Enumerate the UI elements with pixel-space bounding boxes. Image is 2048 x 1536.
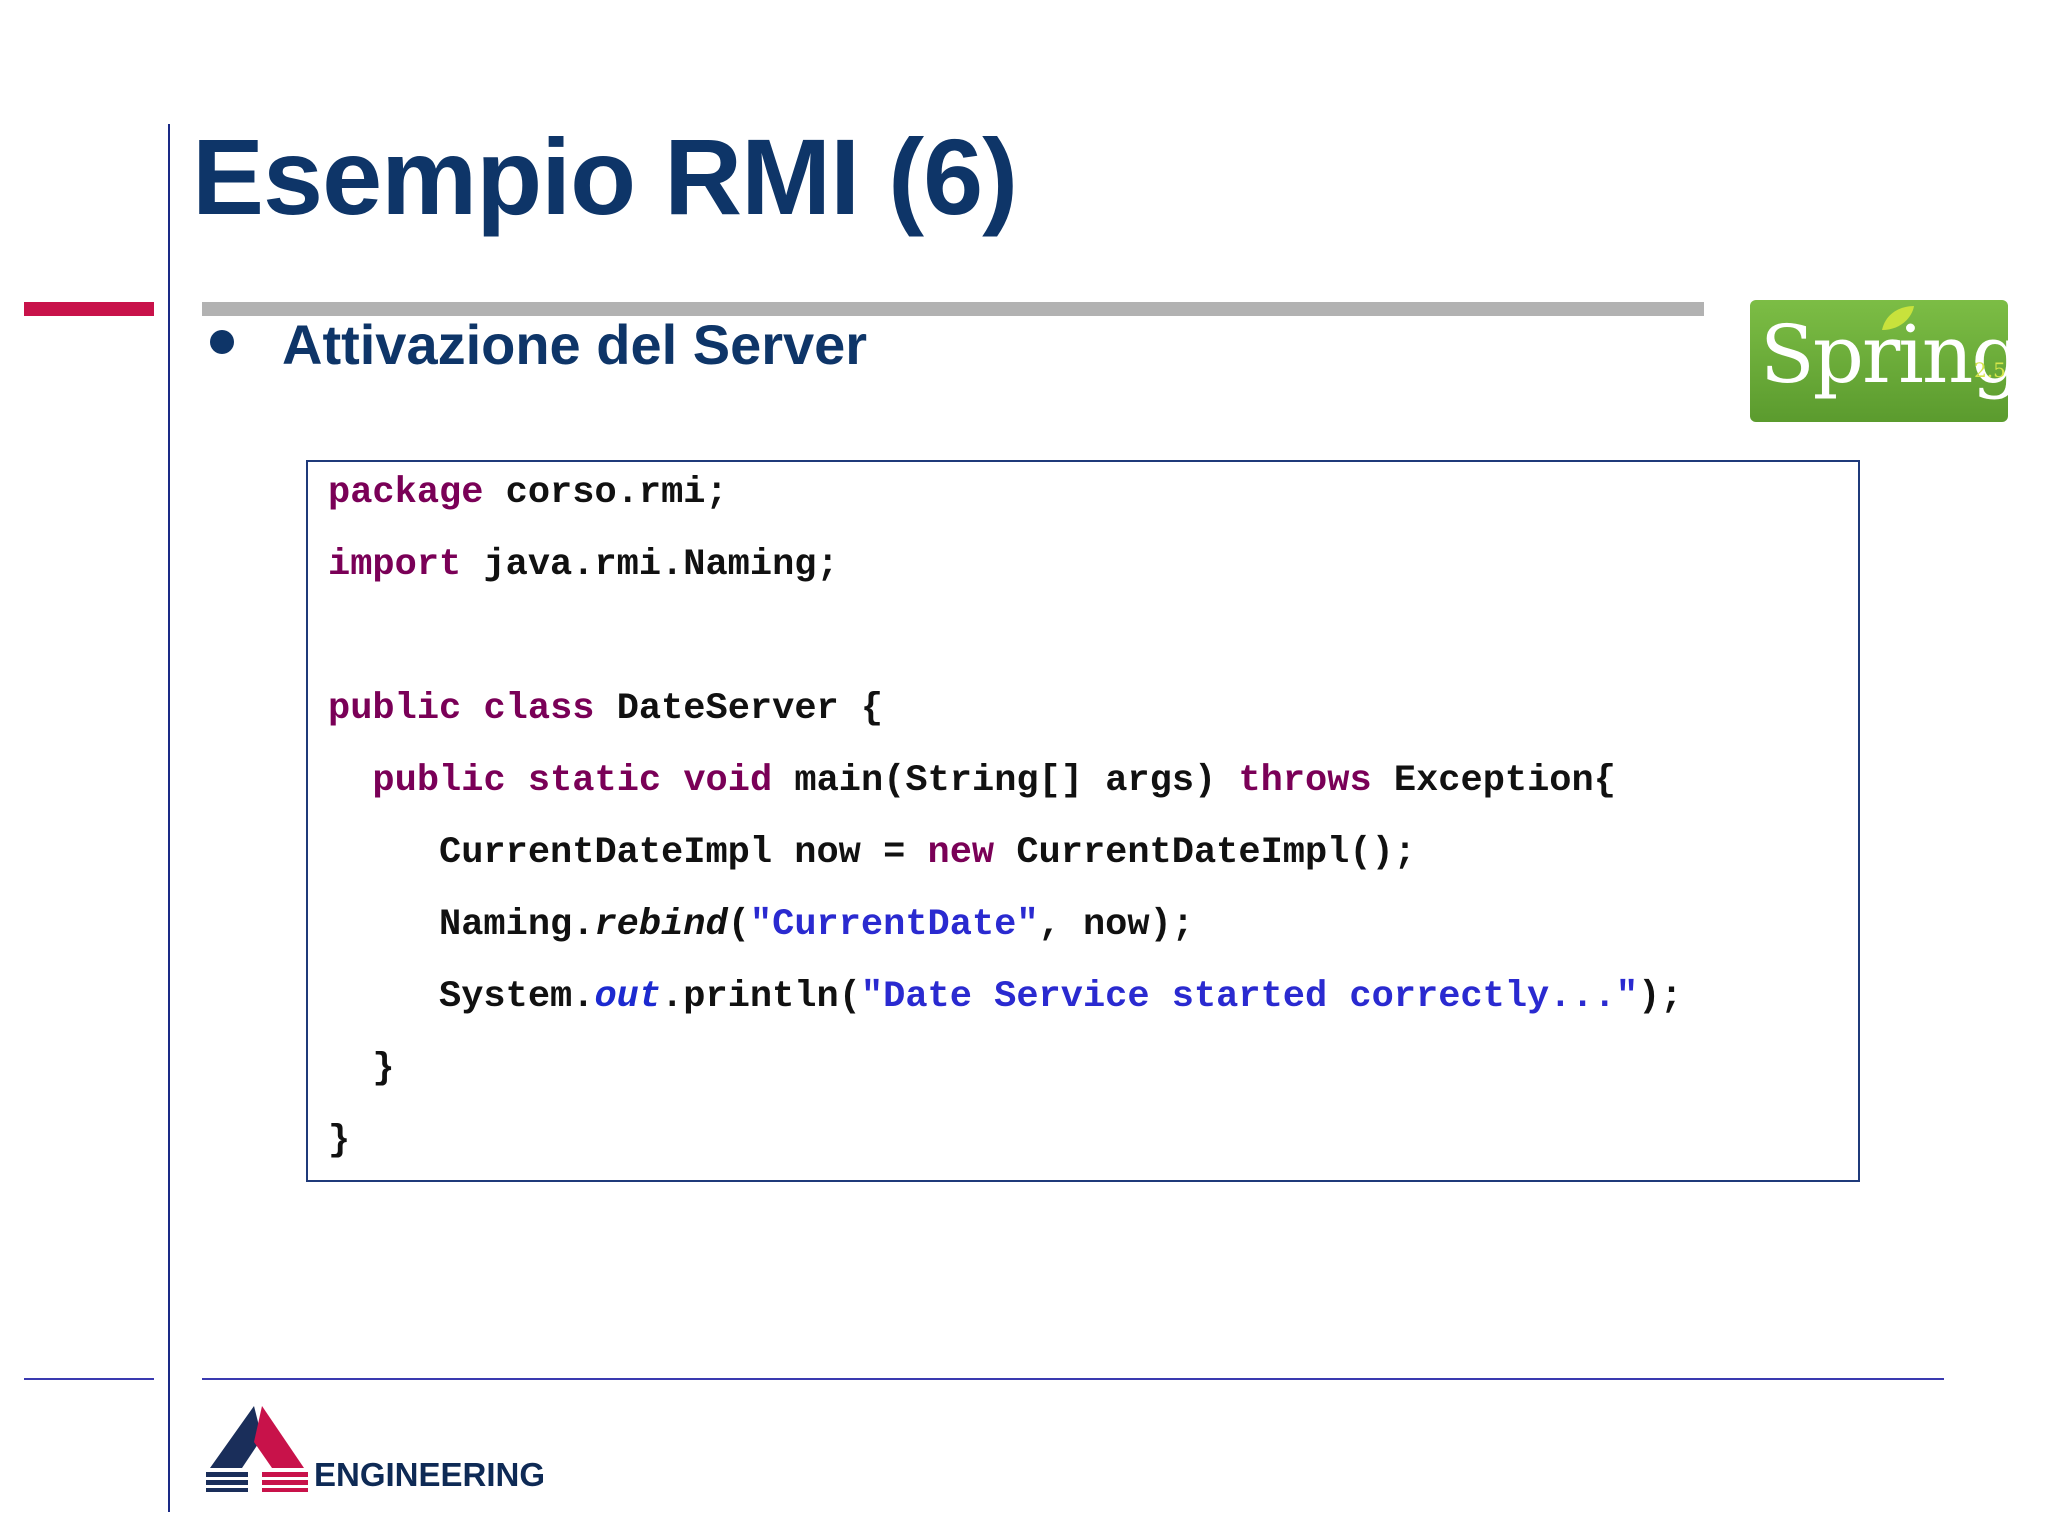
code-line: } [328, 1048, 395, 1090]
code-line: import java.rmi.Naming; [328, 544, 839, 586]
code-text: DateServer { [594, 688, 884, 730]
code-text: Exception{ [1371, 760, 1616, 802]
code-keyword: package [328, 472, 484, 514]
engineering-logo-icon [206, 1406, 308, 1492]
code-string: "Date Service started correctly..." [860, 976, 1639, 1018]
code-keyword: void [683, 760, 773, 802]
code-text: main(String[] args) [772, 760, 1239, 802]
code-text [461, 688, 483, 730]
code-text: CurrentDateImpl now = [328, 832, 928, 874]
code-text: java.rmi.Naming; [461, 544, 839, 586]
code-text: corso.rmi; [483, 472, 728, 514]
code-text: Naming. [328, 904, 595, 946]
left-vertical-rule [168, 124, 170, 1512]
code-text: CurrentDateImpl(); [994, 832, 1416, 874]
footer-rule [202, 1378, 1944, 1380]
code-text: System. [328, 976, 595, 1018]
code-text: ); [1638, 976, 1683, 1018]
code-text: } [328, 1048, 395, 1090]
code-text: } [328, 1120, 351, 1162]
code-keyword: public [372, 760, 506, 802]
code-line: CurrentDateImpl now = new CurrentDateImp… [328, 832, 1416, 874]
title-underline-rule [202, 302, 1704, 316]
code-keyword: class [483, 688, 595, 730]
code-line: public static void main(String[] args) t… [328, 760, 1616, 802]
code-line: } [328, 1120, 350, 1162]
bullet-icon [210, 330, 234, 354]
code-keyword: throws [1238, 760, 1372, 802]
code-text: ( [727, 904, 750, 946]
spring-logo: Spring 2.5 [1750, 300, 2023, 422]
footer-left-rule [24, 1378, 154, 1380]
code-keyword: new [927, 832, 995, 874]
code-line: System.out.println("Date Service started… [328, 976, 1682, 1018]
code-keyword: import [328, 544, 462, 586]
code-text [328, 760, 372, 802]
engineering-brand-text: ENGINEERING [314, 1456, 546, 1493]
code-block: package corso.rmi; import java.rmi.Naming… [306, 460, 1860, 1182]
code-keyword: static [527, 760, 662, 802]
code-line: Naming.rebind("CurrentDate", now); [328, 904, 1194, 946]
code-keyword: public [328, 688, 462, 730]
code-line: package corso.rmi; [328, 472, 728, 514]
code-string: "CurrentDate" [749, 904, 1039, 946]
code-text [506, 760, 528, 802]
code-text: out [594, 976, 662, 1018]
leaf-icon [1882, 306, 1914, 330]
code-text: .println( [661, 976, 861, 1018]
bullet-text: Attivazione del Server [282, 313, 868, 376]
code-line: public class DateServer { [328, 688, 883, 730]
code-text: rebind [594, 904, 728, 946]
slide-title: Esempio RMI (6) [192, 116, 1018, 237]
spring-logo-version: 2.5 [1974, 358, 2006, 382]
red-accent-bar [24, 302, 154, 316]
code-text [661, 760, 683, 802]
code-text: , now); [1038, 904, 1194, 946]
